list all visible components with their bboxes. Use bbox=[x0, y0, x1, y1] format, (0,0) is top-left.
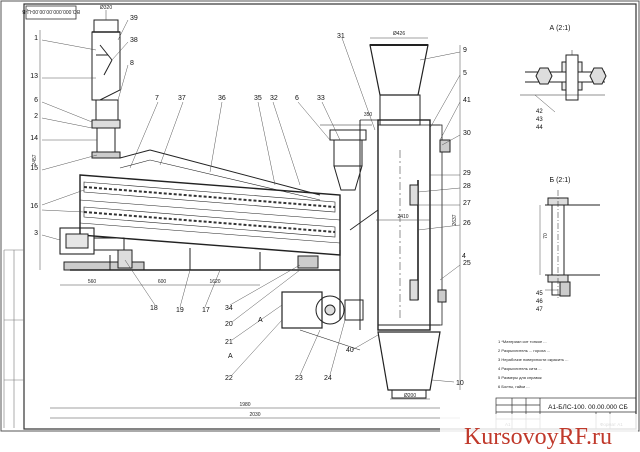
callout-38: 38 bbox=[130, 37, 138, 44]
callout-44: 44 bbox=[536, 125, 543, 131]
callout-41: 41 bbox=[463, 97, 471, 104]
callout-32: 32 bbox=[270, 95, 278, 102]
callout-6: 6 bbox=[34, 97, 38, 104]
callout-45: 45 bbox=[536, 291, 543, 297]
callout-4: 4 bbox=[462, 253, 466, 260]
note-3: 3 Нерабочие поверхности окрасить ... bbox=[498, 357, 569, 362]
dim-b3: 1620 bbox=[209, 279, 220, 285]
note-5: 5 Размеры для справок bbox=[498, 375, 542, 380]
callout-21: 21 bbox=[225, 339, 233, 346]
detail-view-b: Б (2:1) bbox=[539, 177, 600, 300]
callout-2: 2 bbox=[34, 113, 38, 120]
callout-33: 33 bbox=[317, 95, 325, 102]
sheet-outer-frame bbox=[0, 0, 640, 432]
dim-bottom1: 1980 bbox=[239, 402, 250, 408]
callout-A2: А bbox=[228, 353, 233, 360]
callout-9: 9 bbox=[463, 47, 467, 54]
callout-labels: 1 13 6 2 14 15 16 3 39 38 8 7 37 36 35 3… bbox=[30, 15, 543, 387]
callout-26: 26 bbox=[463, 220, 471, 227]
dim-small: 70 bbox=[543, 233, 549, 239]
callout-25: 25 bbox=[463, 260, 471, 267]
dim-height-right: 2637 bbox=[452, 214, 458, 225]
callout-16: 16 bbox=[30, 203, 38, 210]
note-1: 1 *Материал сит тонкое ... bbox=[498, 339, 547, 344]
dim-top-left: Ø320 bbox=[100, 5, 112, 11]
dimension-lines bbox=[39, 30, 461, 419]
callout-37: 37 bbox=[178, 95, 186, 102]
callout-5: 5 bbox=[463, 70, 467, 77]
callout-1: 1 bbox=[34, 35, 38, 42]
callout-13: 13 bbox=[30, 73, 38, 80]
watermark-backdrop bbox=[440, 414, 638, 450]
stamp-box bbox=[25, 5, 77, 20]
detail-view-a: А (2:1) bbox=[520, 25, 607, 113]
watermark-text: KursovoyRF.ru bbox=[464, 424, 612, 450]
dim-inner: 2410 bbox=[397, 214, 408, 220]
dim-mid: 350 bbox=[364, 112, 373, 118]
callout-8: 8 bbox=[130, 60, 134, 67]
callout-27: 27 bbox=[463, 200, 471, 207]
dim-b1: 560 bbox=[88, 279, 97, 285]
callout-28: 28 bbox=[463, 183, 471, 190]
dimension-labels: Ø320 Ø426 2457 2637 350 2410 560 600 162… bbox=[32, 5, 549, 418]
technical-notes: 1 *Материал сит тонкое ... 2 Разрыхлител… bbox=[498, 339, 569, 389]
callout-A1: А bbox=[258, 317, 263, 324]
callout-3: 3 bbox=[34, 230, 38, 237]
dim-top-right: Ø426 bbox=[393, 31, 405, 37]
callout-18: 18 bbox=[150, 305, 158, 312]
callout-42: 42 bbox=[536, 109, 543, 115]
callout-7: 7 bbox=[155, 95, 159, 102]
callout-31: 31 bbox=[337, 33, 345, 40]
aspiration-column bbox=[349, 44, 451, 399]
dim-height-left: 2457 bbox=[32, 154, 38, 165]
callout-24: 24 bbox=[324, 375, 332, 382]
note-2: 2 Разрыхлитель ... гороха ... bbox=[498, 348, 550, 353]
callout-20: 20 bbox=[225, 321, 233, 328]
callout-40: 40 bbox=[346, 347, 354, 354]
motor-unit bbox=[59, 227, 145, 271]
callout-15: 15 bbox=[30, 165, 38, 172]
callout-10: 10 bbox=[456, 380, 464, 387]
callout-34: 34 bbox=[225, 305, 233, 312]
callout-23: 23 bbox=[295, 375, 303, 382]
callout-19: 19 bbox=[176, 307, 184, 314]
dim-bot-right: Ø200 bbox=[404, 393, 416, 399]
fan-assembly bbox=[281, 291, 364, 351]
drawing-designation: А1-БЛС-100. 00.00.000 СБ bbox=[548, 404, 628, 411]
callout-35: 35 bbox=[254, 95, 262, 102]
note-6: 6 Болты, гайки ... bbox=[498, 384, 530, 389]
callout-39: 39 bbox=[130, 15, 138, 22]
callout-30: 30 bbox=[463, 130, 471, 137]
support-frame bbox=[70, 248, 341, 320]
sheet-inner-frame bbox=[23, 3, 637, 430]
callout-36: 36 bbox=[218, 95, 226, 102]
callout-22: 22 bbox=[225, 375, 233, 382]
leader-lines bbox=[41, 19, 461, 383]
stamp-text: ВО.000.000.00.00.00-Ц-В bbox=[21, 8, 79, 14]
callout-43: 43 bbox=[536, 117, 543, 123]
callout-46: 46 bbox=[536, 299, 543, 305]
middle-hopper bbox=[320, 124, 372, 191]
callout-6b: 6 bbox=[295, 95, 299, 102]
callout-47: 47 bbox=[536, 307, 543, 313]
view-a-title: А (2:1) bbox=[549, 25, 570, 32]
dim-b2: 600 bbox=[158, 279, 167, 285]
inlet-hopper bbox=[91, 19, 121, 159]
view-b-title: Б (2:1) bbox=[550, 177, 571, 184]
callout-17: 17 bbox=[202, 307, 210, 314]
dim-bottom2: 2030 bbox=[249, 412, 260, 418]
callout-14: 14 bbox=[30, 135, 38, 142]
note-4: 4 Разрыхлитель сита ... bbox=[498, 366, 542, 371]
callout-29: 29 bbox=[463, 170, 471, 177]
